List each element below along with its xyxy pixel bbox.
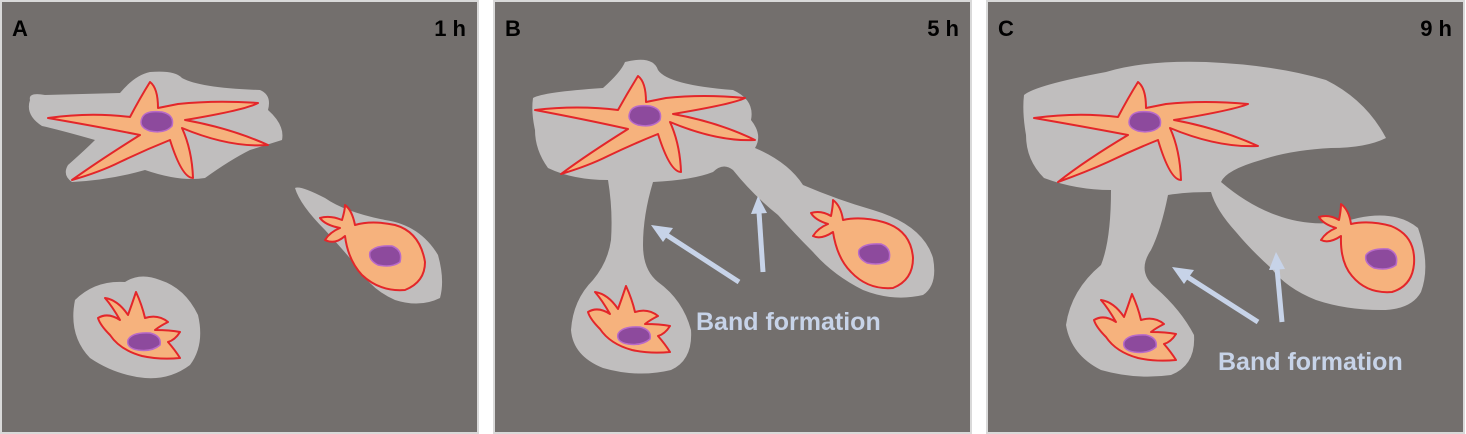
panel-c-letter: C (998, 16, 1014, 41)
arrow-icon (1269, 252, 1285, 323)
cell-nucleus (1364, 248, 1398, 270)
panel-a-canvas: A 1 h (0, 0, 479, 434)
panel-c-canvas: C 9 h Band formation (986, 0, 1465, 434)
arrow-icon (751, 196, 767, 273)
panel-c: C 9 h Band formation (986, 0, 1465, 434)
panel-a-background (0, 0, 479, 434)
panel-b-letter: B (505, 16, 521, 41)
panel-a-letter: A (12, 16, 28, 41)
panel-b-background (493, 0, 972, 434)
panel-c-time: 9 h (1420, 16, 1452, 41)
panel-b-canvas: B 5 h Band formation (493, 0, 972, 434)
arrow-icon (1172, 267, 1260, 325)
cell-nucleus (857, 243, 891, 265)
cell-nucleus (616, 326, 652, 346)
arrow-icon (651, 225, 741, 285)
panel-b: B 5 h Band formation (493, 0, 972, 434)
cell (1318, 203, 1416, 294)
cell (319, 204, 426, 292)
cell-nucleus (1128, 110, 1162, 133)
cell-nucleus (368, 245, 402, 267)
band-formation-label: Band formation (1218, 348, 1403, 376)
cell-nucleus (1122, 334, 1158, 354)
panel-a-time: 1 h (434, 16, 466, 41)
panel-b-time: 5 h (927, 16, 959, 41)
band-formation-label: Band formation (696, 308, 881, 336)
cell-nucleus (628, 104, 662, 127)
cell-nucleus (126, 332, 162, 352)
cell-nucleus (140, 110, 174, 133)
cell (810, 199, 914, 290)
panel-a: A 1 h (0, 0, 479, 434)
